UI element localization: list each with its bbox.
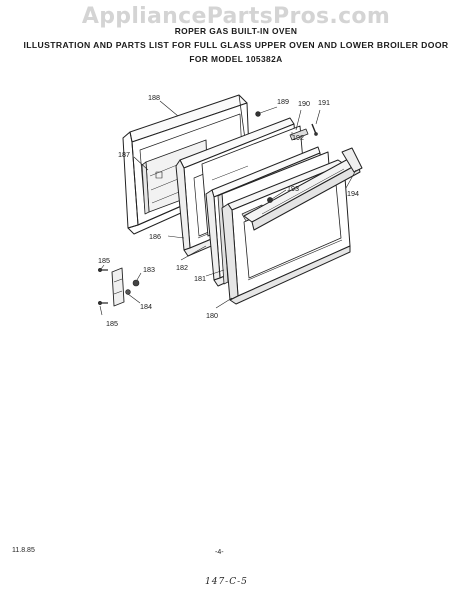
diagram-title: ROPER GAS BUILT-IN OVEN	[174, 26, 298, 36]
door-handle	[243, 147, 363, 231]
outer-door-panel	[221, 159, 351, 305]
callout-188: 188	[148, 93, 160, 102]
callout-182: 182	[176, 263, 188, 272]
hinge-screw-bottom	[97, 300, 108, 306]
hinge-bracket	[111, 267, 125, 307]
page-number: -4-	[215, 549, 224, 556]
callout-184: 184	[140, 302, 152, 311]
watermark-logo: AppliancePartsPros.com	[81, 4, 391, 29]
model-number: FOR MODEL 105382A	[189, 54, 283, 64]
callout-194: 194	[347, 189, 359, 198]
callout-187: 187	[118, 150, 130, 159]
handle-screw	[267, 197, 273, 203]
callout-192: 192	[292, 133, 304, 142]
callout-181: 181	[194, 274, 206, 283]
callout-186: 186	[149, 232, 161, 241]
callout-190: 190	[298, 99, 310, 108]
callout-189: 189	[277, 97, 289, 106]
handwritten-note: 147-C-5	[205, 577, 248, 587]
top-screw	[255, 111, 261, 117]
callout-193: 193	[287, 184, 299, 193]
glass-retainer	[289, 128, 309, 141]
diagram-subtitle: ILLUSTRATION AND PARTS LIST FOR FULL GLA…	[23, 40, 449, 50]
callout-191: 191	[318, 98, 330, 107]
retainer-screw	[311, 123, 318, 136]
callout-180: 180	[206, 311, 218, 320]
callout-185-bottom: 185	[106, 319, 118, 328]
hinge-screw-top	[97, 267, 108, 273]
hinge-spacer	[125, 289, 131, 295]
callout-183: 183	[143, 265, 155, 274]
revision-date: 11.8.85	[12, 547, 35, 554]
hinge-pin	[132, 279, 140, 287]
callout-185-top: 185	[98, 256, 110, 265]
leader-lines	[99, 100, 357, 316]
